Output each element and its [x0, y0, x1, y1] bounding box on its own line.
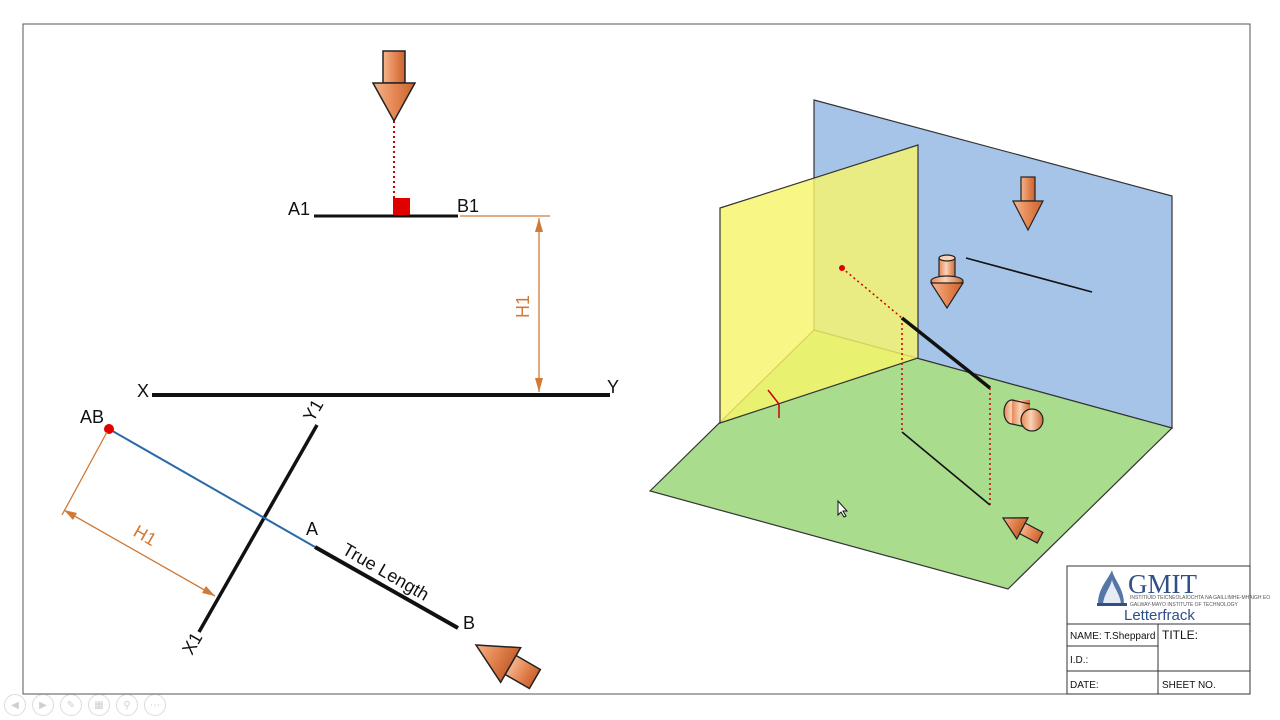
vertical-cylinder-arrow-icon: [929, 254, 965, 310]
profile-plane: [719, 144, 919, 424]
true-length-line-ab: [314, 545, 459, 630]
label-ab: AB: [80, 407, 104, 427]
line-in-space-ab: [900, 316, 992, 390]
mouse-pointer-icon: [837, 499, 849, 518]
dimension-h1-vertical: [460, 215, 550, 392]
pen-icon[interactable]: ✎: [60, 694, 82, 716]
gmit-logo-icon: [1097, 570, 1127, 606]
label-b: B: [463, 613, 475, 633]
previous-icon[interactable]: ◀: [4, 694, 26, 716]
next-icon[interactable]: ▶: [32, 694, 54, 716]
date-field: DATE:: [1070, 680, 1099, 691]
dimension-h1-auxiliary: [61, 431, 216, 597]
more-icon[interactable]: ⋯: [144, 694, 166, 716]
label-h1-vertical: H1: [513, 295, 533, 318]
point-view-square: [393, 198, 410, 215]
plan-view-direction-arrow-icon: [371, 50, 417, 123]
label-y: Y: [607, 377, 619, 397]
auxiliary-projector-ab: [108, 428, 316, 548]
logo-campus-text: Letterfrack: [1124, 607, 1195, 624]
profile-tick-mark: [767, 389, 780, 418]
plan-direction-arrow-icon: [1012, 176, 1044, 232]
label-a1: A1: [288, 199, 310, 219]
title-block: GMIT INSTITIÚID TEICNEOLAÍOCHTA NA GAILL…: [1066, 565, 1270, 695]
front-cylinder-arrow-icon: [1003, 399, 1044, 432]
logo-gmit-text: GMIT: [1128, 569, 1197, 599]
zoom-icon[interactable]: ⚲: [116, 694, 138, 716]
logo-english-text: GALWAY-MAYO INSTITUTE OF TECHNOLOGY: [1130, 602, 1239, 608]
auxiliary-view-direction-arrow-icon: [474, 644, 542, 690]
auxiliary-3d-arrow-icon: [1001, 517, 1044, 544]
slides-icon[interactable]: ▦: [88, 694, 110, 716]
sheet-number-field: SHEET NO.: [1162, 680, 1216, 691]
presentation-controls: ◀ ▶ ✎ ▦ ⚲ ⋯: [4, 694, 166, 716]
point-on-profile-plane: [839, 265, 845, 271]
plan-projection-line: [901, 431, 991, 506]
title-field: TITLE:: [1162, 628, 1198, 642]
label-a: A: [306, 519, 318, 539]
point-ab: [104, 424, 114, 434]
projector-red-upper: [841, 267, 903, 319]
logo-irish-text: INSTITIÚID TEICNEOLAÍOCHTA NA GAILLIMHE-…: [1130, 594, 1270, 601]
x1y1-reference-line: [197, 424, 319, 633]
id-field: I.D.:: [1070, 655, 1088, 666]
name-field: NAME: T.Sheppard: [1070, 631, 1155, 642]
label-b1: B1: [457, 196, 479, 216]
elevation-projection-line: [965, 257, 1093, 293]
label-x: X: [137, 381, 149, 401]
